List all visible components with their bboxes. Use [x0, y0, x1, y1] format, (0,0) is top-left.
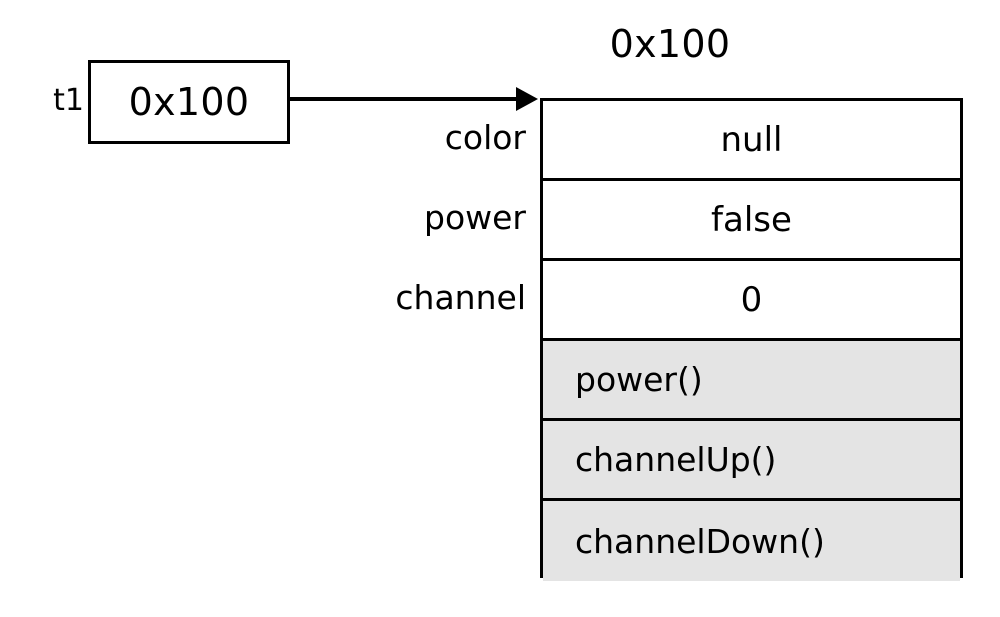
field-label-column: color power channel: [330, 98, 526, 338]
object-method-row-channel-up: channelUp(): [543, 421, 960, 501]
field-label-power: power: [424, 198, 526, 237]
pointer-arrow-icon: [288, 78, 538, 120]
field-label-color: color: [444, 118, 526, 157]
variable-box[interactable]: 0x100: [88, 60, 290, 144]
object-address-label: 0x100: [609, 22, 731, 66]
object-field-row-color: null: [543, 101, 960, 181]
method-signature-channel-up: channelUp(): [575, 440, 777, 479]
variable-name-label: t1: [53, 83, 84, 118]
field-label-channel: channel: [395, 278, 526, 317]
object-field-row-channel: 0: [543, 261, 960, 341]
object-method-row-power: power(): [543, 341, 960, 421]
field-value-channel: 0: [740, 279, 763, 320]
field-value-power: false: [711, 199, 792, 240]
method-signature-power: power(): [575, 360, 703, 399]
object-method-row-channel-down: channelDown(): [543, 501, 960, 581]
object-box[interactable]: null false 0 power() channelUp() channel…: [540, 98, 963, 581]
variable-value: 0x100: [128, 80, 250, 124]
field-value-color: null: [720, 119, 783, 160]
method-signature-channel-down: channelDown(): [575, 521, 825, 561]
object-field-row-power: false: [543, 181, 960, 261]
